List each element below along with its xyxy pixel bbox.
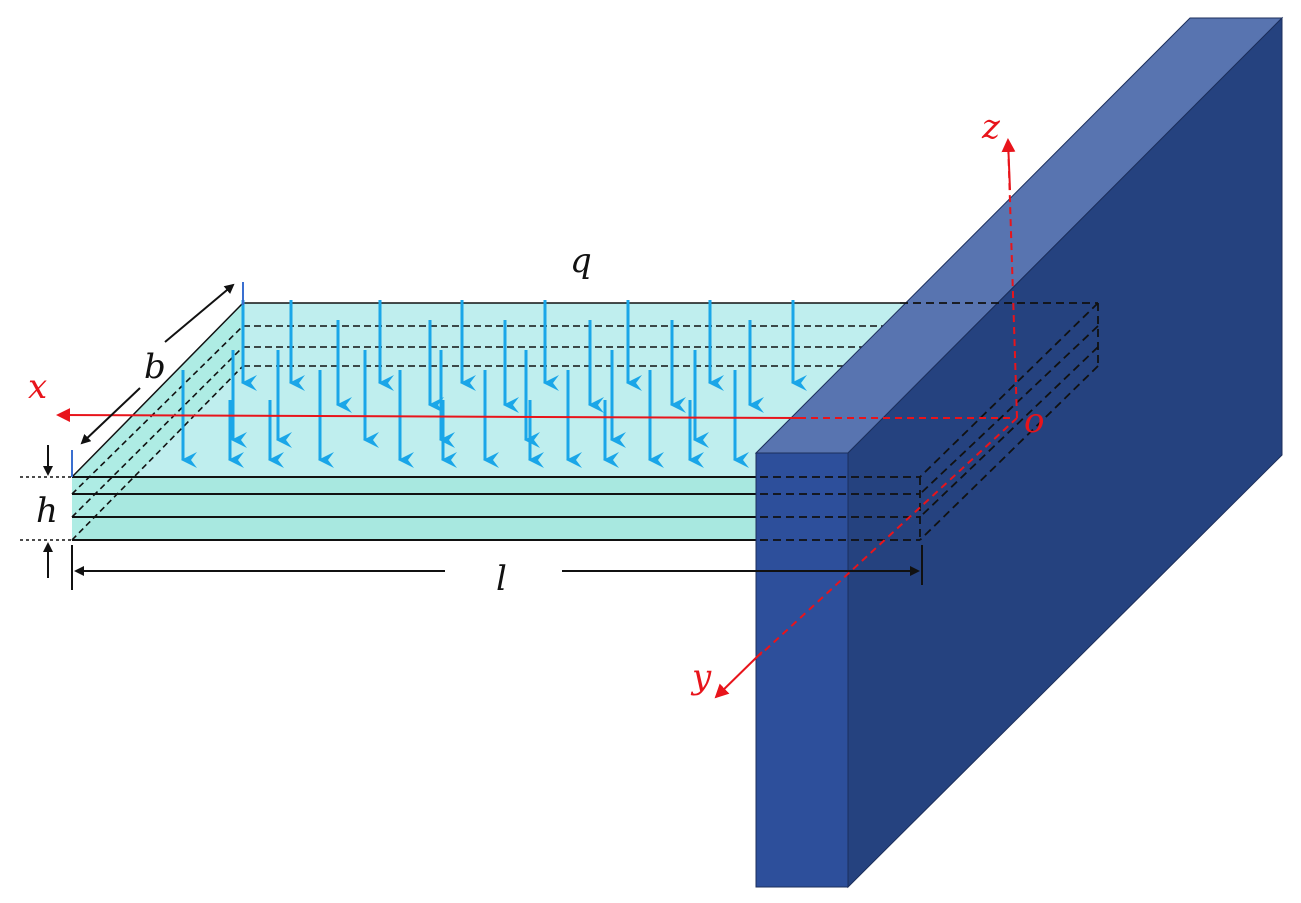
plate-front-face — [72, 477, 920, 540]
load-label: q — [570, 241, 592, 281]
clamped-wall — [754, 16, 1284, 889]
plate-side-face — [72, 303, 243, 540]
length-label: l — [496, 559, 507, 599]
y-axis-arrow — [714, 651, 763, 699]
width-label: b — [144, 347, 166, 387]
laminated-plate — [71, 302, 1098, 541]
x-axis-label: x — [28, 367, 47, 407]
x-axis — [56, 408, 801, 423]
dimension-b — [71, 282, 244, 477]
plate-hidden-edges — [760, 302, 1099, 541]
coordinate-axes — [56, 138, 1018, 699]
y-axis-label: y — [690, 657, 712, 697]
distributed-load-arrows — [181, 300, 807, 468]
y-axis — [759, 417, 1018, 656]
z-axis-label: z — [981, 107, 1001, 147]
origin-label: o — [1024, 401, 1044, 441]
z-axis-arrow — [1001, 138, 1016, 191]
dimension-l — [71, 545, 923, 590]
thickness-label: h — [36, 491, 58, 531]
wall-side-face — [847, 16, 1283, 889]
wall-front-face — [755, 452, 849, 888]
plate-side-dashes — [71, 325, 244, 541]
dimension-h — [20, 445, 72, 578]
